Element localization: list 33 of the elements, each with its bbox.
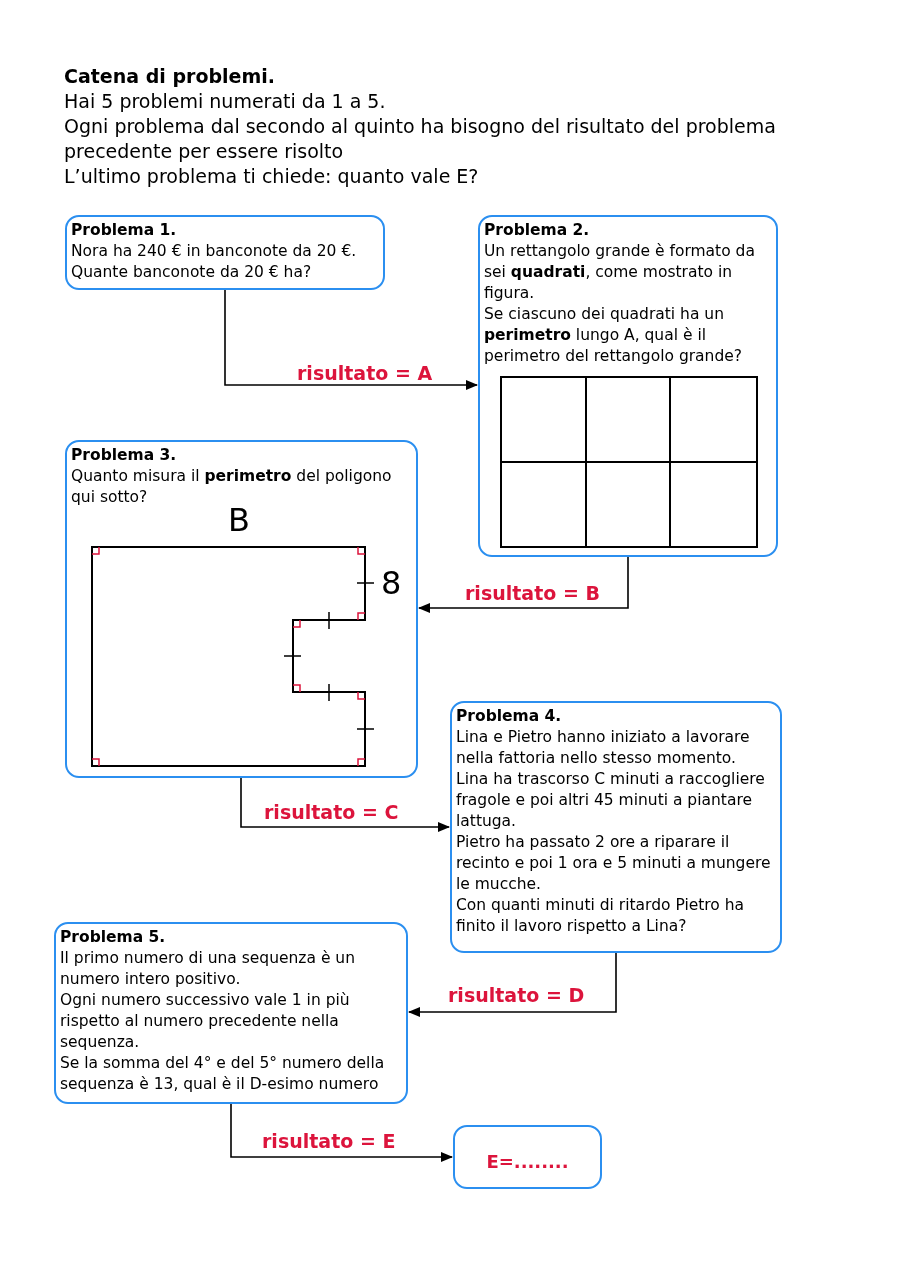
arrow: [240, 777, 450, 832]
problem-heading: Problema 4.: [456, 706, 563, 727]
problem-card: [65, 215, 385, 290]
arrow: [408, 952, 617, 1017]
problem-heading: Problema 2.: [484, 220, 591, 241]
problem-text: Il primo numero di una sequenza è un numero intero positivo.: [60, 948, 356, 990]
problem-text: Se ciascuno dei quadrati ha un perimetro lungo A, qual è il perimetro del rettangolo grande?: [484, 304, 744, 367]
problem-heading: Problema 5.: [60, 927, 167, 948]
problem-card: [65, 440, 418, 778]
instruction-text: Hai 5 problemi numerati da 1 a 5.: [64, 89, 387, 114]
problem-text: Se la somma del 4° e del 5° numero della sequenza è 13, qual è il D-esimo numero: [60, 1053, 386, 1095]
answer-text: E=........: [485, 1151, 570, 1172]
arrow: [224, 289, 478, 390]
problem-text: Ogni numero successivo vale 1 in più rispetto al numero precedente nella sequenza.: [60, 990, 351, 1053]
problem-heading: Problema 1.: [71, 220, 178, 241]
problem-card: [478, 215, 778, 557]
problem-text: Lina e Pietro hanno iniziato a lavorare nella fattoria nello stesso momento.: [456, 727, 751, 769]
instruction-text: Ogni problema dal secondo al quinto ha bisogno del risultato del problema precedente per essere risolto: [64, 114, 777, 164]
arrow: [230, 1103, 453, 1162]
problem-text: Lina ha trascorso C minuti a raccogliere fragole e poi altri 45 minuti a piantare lattuga.: [456, 769, 766, 832]
problem-heading: Problema 3.: [71, 445, 178, 466]
problem-text: Con quanti minuti di ritardo Pietro ha finito il lavoro rispetto a Lina?: [456, 895, 746, 937]
title: Catena di problemi.: [64, 64, 276, 89]
problem-text: Un rettangolo grande è formato da sei quadrati, come mostrato in figura.: [484, 241, 756, 304]
answer-box: [453, 1125, 602, 1189]
problem-text: Pietro ha passato 2 ore a riparare il recinto e poi 1 ora e 5 minuti a mungere le mucche.: [456, 832, 772, 895]
instruction-text: L’ultimo problema ti chiede: quanto vale E?: [64, 164, 480, 189]
problem-text: Quante banconote da 20 € ha?: [71, 262, 313, 283]
problem-card: [54, 922, 408, 1104]
problem-card: [450, 701, 782, 953]
problem-text: Nora ha 240 € in banconote da 20 €.: [71, 241, 358, 262]
side-label: 8: [381, 566, 402, 600]
arrow: [418, 556, 629, 613]
